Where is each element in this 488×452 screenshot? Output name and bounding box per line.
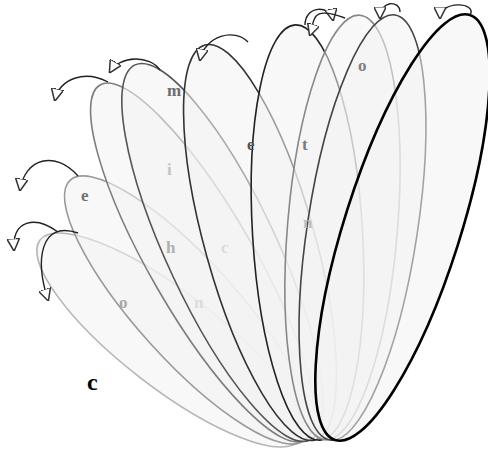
letter-label: c [220,239,230,256]
letter-label: t [301,136,309,153]
letter-label: n [193,294,204,311]
letter-label: h [165,239,176,256]
letter-label: o [357,57,368,74]
letter-label: n [302,214,313,231]
letter-label: o [118,294,129,311]
letter-label: e [246,136,256,153]
letter-label: i [166,161,173,178]
letter-label: m [166,82,182,99]
letter-label: e [80,187,90,204]
letter-label: c [86,370,99,394]
